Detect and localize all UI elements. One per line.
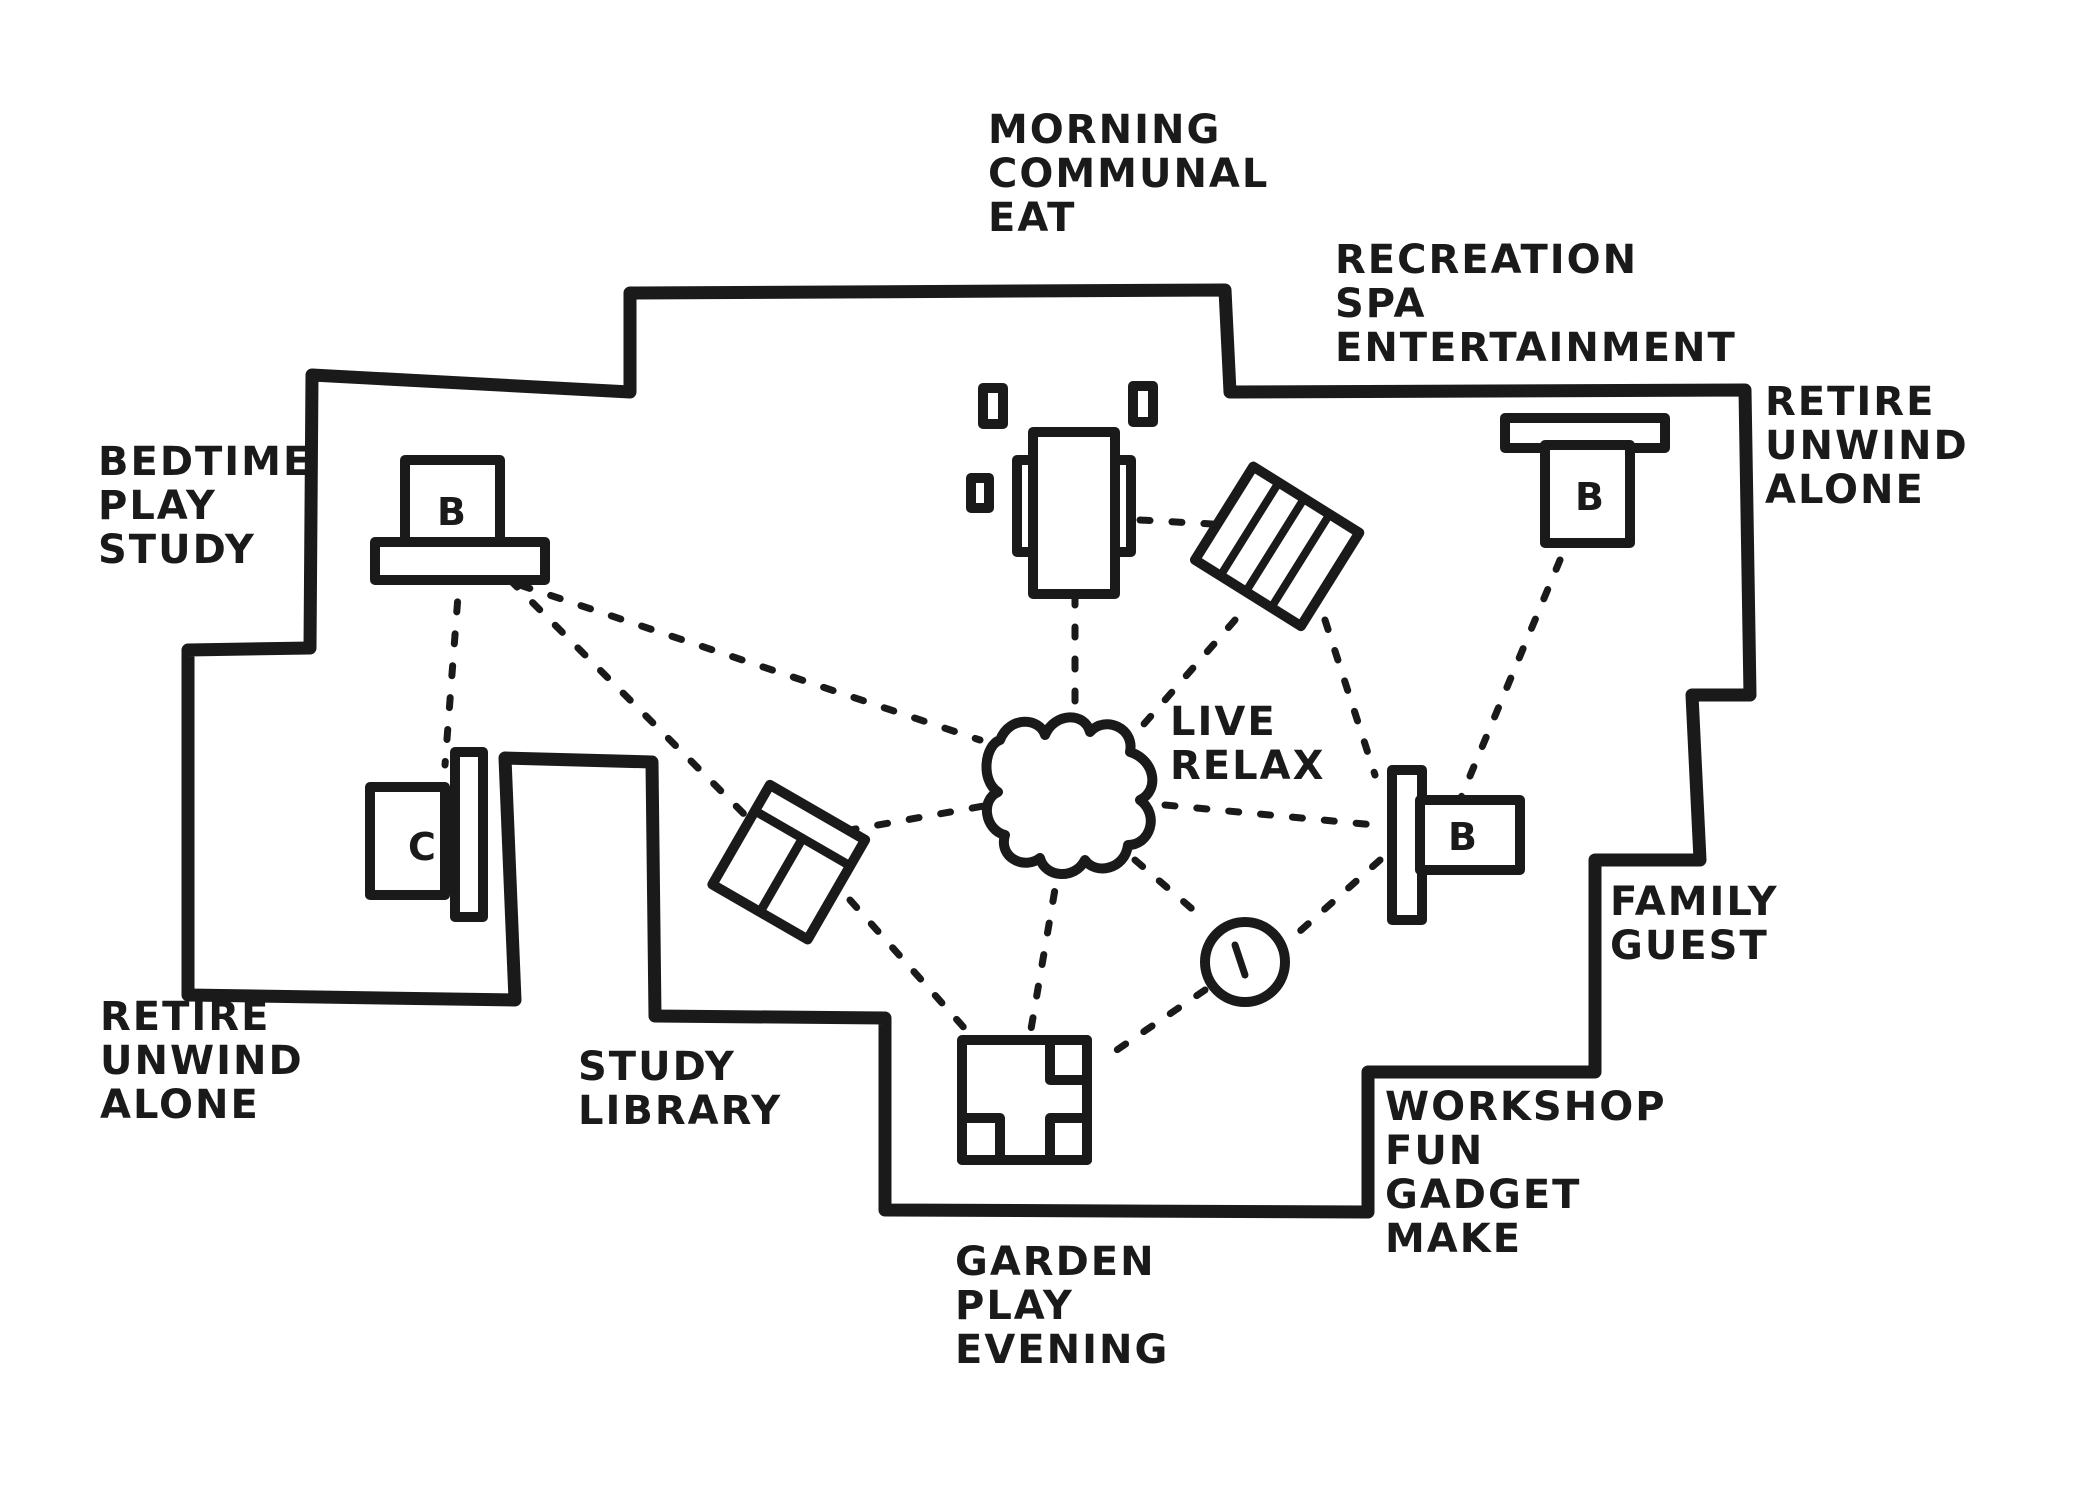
bed-top-left: B [370,455,550,585]
label-line: STUDY [98,527,256,573]
chair-mark: C [408,825,436,869]
connection-line [1321,616,1379,779]
chair-bottom-left: C [365,747,488,922]
label-line: MAKE [1385,1216,1523,1262]
connection-line [1026,856,1064,1039]
label-line: STUDY [578,1044,736,1090]
zone-label-workshop: WORKSHOP FUN GADGET MAKE [1385,1085,1667,1261]
label-line: GARDEN [955,1239,1156,1285]
label-line: COMMUNAL [988,151,1270,197]
bed-mark: B [1448,815,1477,859]
label-line: RETIRE [1765,379,1936,425]
label-line: LIVE [1170,699,1277,745]
bed-family-guest: B [1387,765,1525,925]
label-line: SPA [1335,281,1427,327]
connection-line [1126,616,1239,744]
connection-line [486,571,984,744]
entertainment-rack [1189,461,1365,632]
label-line: PLAY [955,1283,1074,1329]
connection-line [1286,856,1384,944]
study-desk [707,779,871,945]
label-line: WORKSHOP [1385,1084,1667,1130]
bed-mark: B [437,490,466,534]
label-line: UNWIND [1765,423,1969,469]
label-line: RETIRE [100,994,271,1040]
zone-label-retire-bottom: RETIRE UNWIND ALONE [100,995,304,1127]
zone-label-study: STUDY LIBRARY [578,1045,782,1133]
label-line: MORNING [988,107,1222,153]
connection-line [506,576,774,844]
connection-line [441,566,464,769]
bed-top-right: B [1500,413,1670,548]
connection-line [1101,986,1209,1062]
zone-label-morning: MORNING COMMUNAL EAT [988,108,1269,240]
connection-line [1131,856,1209,924]
building-outline [181,283,1757,1219]
connection-line [1456,556,1564,804]
label-line: GUEST [1610,923,1769,969]
garden-grid [957,1035,1092,1165]
label-line: RELAX [1170,743,1326,789]
label-line: LIBRARY [578,1088,783,1134]
zone-label-retire-top: RETIRE UNWIND ALONE [1765,380,1969,512]
label-line: RECREATION [1335,237,1639,283]
zone-label-recreation: RECREATION SPA ENTERTAINMENT [1335,238,1737,370]
label-line: EVENING [955,1327,1170,1373]
live-relax-cloud [981,712,1158,879]
connection-line [846,896,979,1044]
label-line: ALONE [100,1082,260,1128]
label-line: ENTERTAINMENT [1335,325,1737,371]
label-line: EAT [988,195,1077,241]
zone-label-live: LIVE RELAX [1170,700,1325,788]
label-line: FAMILY [1610,879,1779,925]
bed-mark: B [1575,475,1604,519]
label-line: ALONE [1765,467,1925,513]
label-line: FUN [1385,1128,1485,1174]
workshop-round-table [1200,917,1290,1007]
label-line: GADGET [1385,1172,1582,1218]
label-line: PLAY [98,483,217,529]
label-line: BEDTIME [98,439,313,485]
zone-label-family: FAMILY GUEST [1610,880,1779,968]
connection-lines [441,516,1564,1062]
zone-label-bedtime: BEDTIME PLAY STUDY [98,440,312,572]
label-line: UNWIND [100,1038,304,1084]
zone-label-garden: GARDEN PLAY EVENING [955,1240,1169,1372]
connection-line [1161,801,1379,829]
dining-table [966,381,1158,599]
